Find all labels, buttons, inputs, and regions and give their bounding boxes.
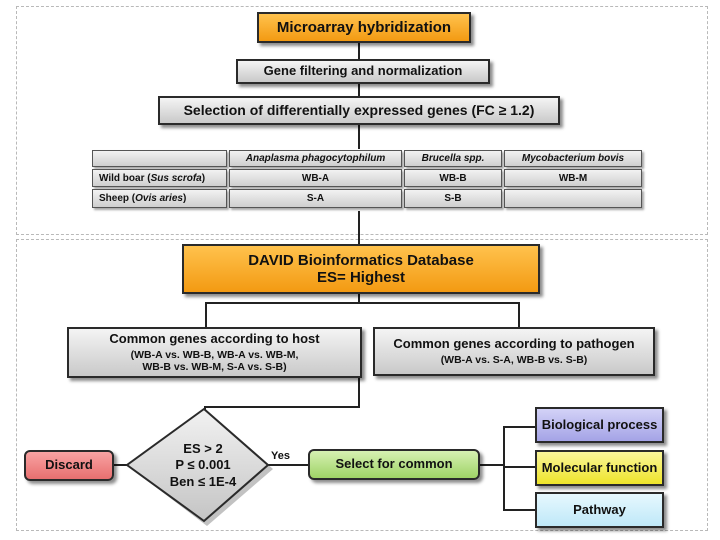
select-common-label: Select for common	[335, 456, 453, 472]
table-header-cell: Mycobacterium bovis	[504, 150, 642, 167]
cell-value: S-A	[306, 193, 325, 204]
biological-process-box: Biological process	[535, 407, 664, 443]
molecular-function-label: Molecular function	[541, 459, 658, 475]
pathogen-label: Mycobacterium bovis	[521, 153, 625, 164]
table-corner-cell	[92, 150, 227, 167]
host-subtitle-1: (WB-A vs. WB-B, WB-A vs. WB-M,	[130, 348, 299, 361]
connector-line	[480, 464, 504, 466]
cell-value: WB-M	[558, 172, 588, 184]
table-cell: WB-M	[504, 169, 642, 187]
david-subtitle: ES= Highest	[317, 269, 405, 286]
criteria-es: ES > 2	[183, 441, 223, 456]
host-latin-name: Ovis aries	[135, 193, 183, 204]
host-name-close: )	[201, 172, 206, 184]
david-database-box: DAVID Bioinformatics Database ES= Highes…	[182, 244, 540, 294]
connector-line	[358, 378, 360, 407]
host-latin-name: Sus scrofa	[150, 172, 202, 184]
table-row-header: Wild boar (Sus scrofa)	[92, 169, 227, 187]
criteria-p: P ≤ 0.001	[175, 457, 231, 473]
connector-line	[503, 426, 535, 428]
connector-line	[267, 464, 309, 466]
connector-line	[518, 302, 520, 327]
connector-line	[503, 466, 535, 468]
discard-box: Discard	[24, 450, 114, 481]
pathogen-label: Anaplasma phagocytophilum	[245, 153, 386, 164]
selection-label: Selection of differentially expressed ge…	[183, 102, 535, 119]
bottom-panel	[16, 239, 708, 531]
david-title: DAVID Bioinformatics Database	[248, 251, 474, 269]
criteria-ben: Ben ≤ 1E-4	[169, 473, 237, 489]
table-header-cell: Anaplasma phagocytophilum	[229, 150, 402, 167]
table-row-header: Sheep (Ovis aries)	[92, 189, 227, 208]
connector-line	[358, 294, 360, 303]
host-common-name: Wild boar (	[99, 172, 151, 184]
connector-line	[358, 211, 360, 244]
host-title: Common genes according to host	[109, 330, 320, 346]
top-panel	[16, 6, 708, 235]
table-cell: WB-B	[404, 169, 502, 187]
connector-line	[358, 84, 360, 96]
microarray-label: Microarray hybridization	[276, 18, 452, 36]
table-header-cell: Brucella spp.	[404, 150, 502, 167]
gene-filtering-box: Gene filtering and normalization	[236, 59, 490, 84]
cell-value: WB-B	[439, 172, 467, 184]
connector-line	[503, 509, 535, 511]
table-cell: S-A	[229, 189, 402, 208]
connector-line	[205, 302, 207, 327]
molecular-function-box: Molecular function	[535, 450, 664, 486]
common-genes-host-box: Common genes according to host (WB-A vs.…	[67, 327, 362, 378]
connector-line	[503, 426, 505, 510]
cell-value: WB-A	[301, 172, 330, 184]
connector-line	[358, 43, 360, 59]
microarray-hybridization-box: Microarray hybridization	[257, 12, 471, 43]
host-subtitle-2: WB-B vs. WB-M, S-A vs. S-B)	[142, 360, 287, 373]
pathogen-subtitle: (WB-A vs. S-A, WB-B vs. S-B)	[440, 353, 588, 366]
yes-label: Yes	[271, 450, 290, 462]
connector-line	[205, 302, 520, 304]
host-common-name: Sheep (	[99, 193, 136, 204]
criteria-diamond	[125, 407, 273, 526]
table-cell: S-B	[404, 189, 502, 208]
pathway-box: Pathway	[535, 492, 664, 528]
connector-line	[358, 125, 360, 149]
connector-line	[204, 406, 360, 408]
biological-process-label: Biological process	[541, 416, 658, 432]
criteria-text: ES > 2 P ≤ 0.001 Ben ≤ 1E-4	[131, 441, 275, 490]
pathogen-title: Common genes according to pathogen	[393, 336, 635, 351]
host-name-close: )	[182, 193, 187, 204]
pathway-label: Pathway	[573, 501, 626, 517]
cell-value: S-B	[444, 193, 462, 204]
discard-label: Discard	[45, 457, 93, 473]
connector-line	[114, 464, 127, 466]
common-genes-pathogen-box: Common genes according to pathogen (WB-A…	[373, 327, 655, 376]
selection-box: Selection of differentially expressed ge…	[158, 96, 560, 125]
table-cell	[504, 189, 642, 208]
filtering-label: Gene filtering and normalization	[263, 63, 463, 79]
table-cell: WB-A	[229, 169, 402, 187]
select-common-box: Select for common	[308, 449, 480, 480]
pathogen-label: Brucella spp.	[421, 153, 485, 164]
connector-line	[204, 406, 206, 410]
